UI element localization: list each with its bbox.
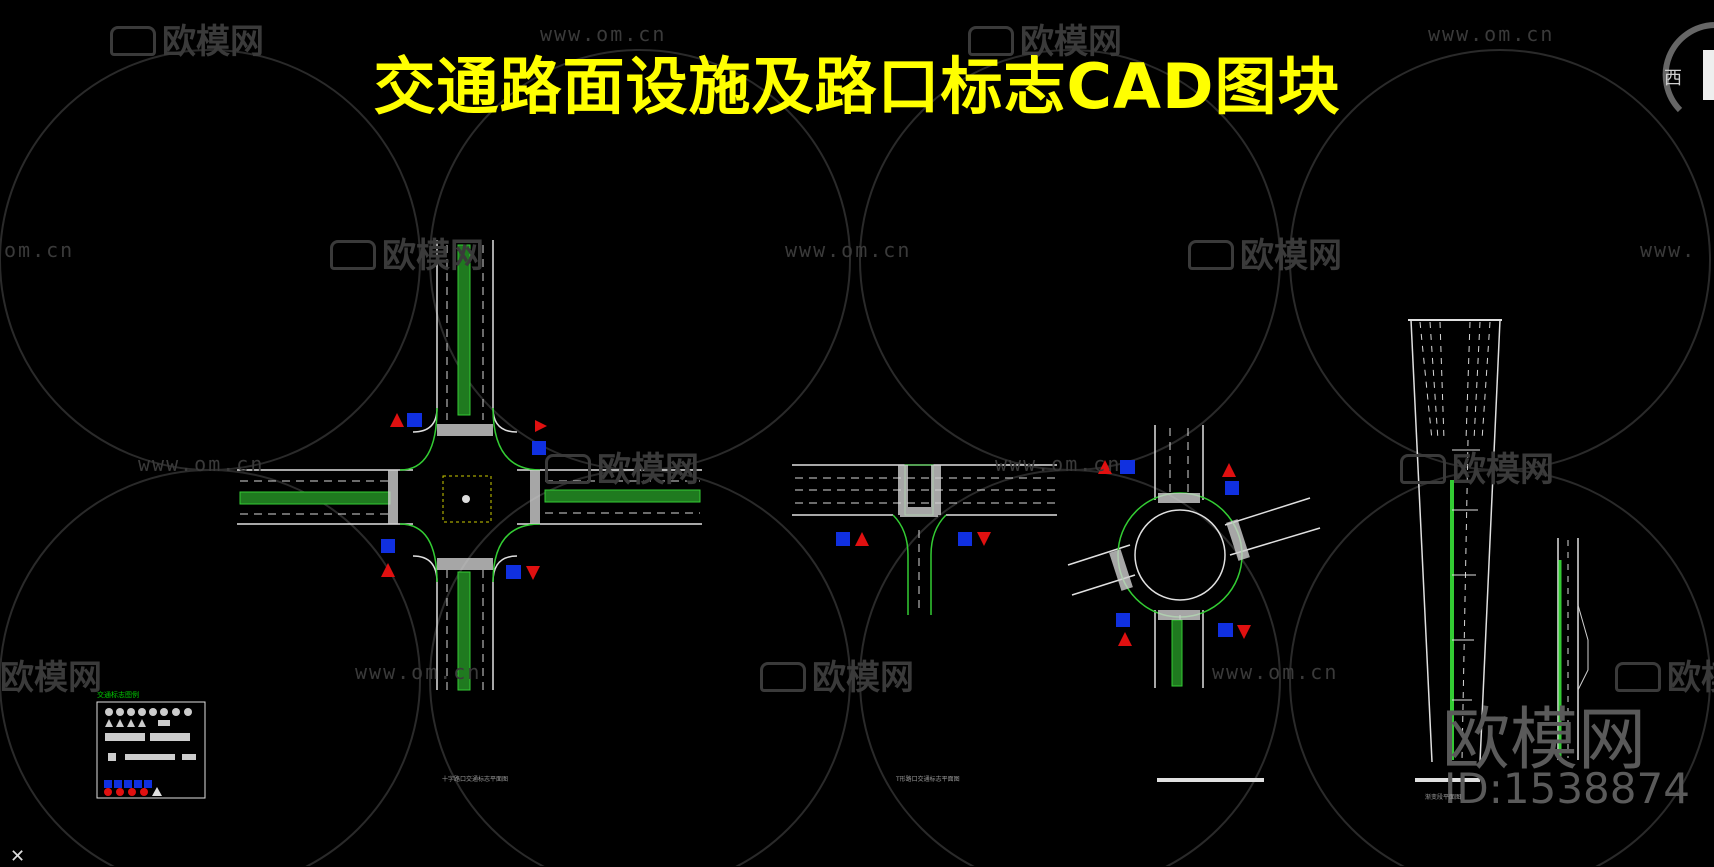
watermark-url: www.om.cn <box>540 22 667 46</box>
watermark-url: www.om.cn <box>355 660 482 684</box>
watermark-url: www.om.cn <box>1212 660 1339 684</box>
watermark-url: www.om.cn <box>138 452 265 476</box>
watermark-url-partial: www. <box>1640 238 1697 262</box>
watermark-url: www.om.cn <box>995 452 1122 476</box>
watermark-big-brand: 欧模网 <box>1442 701 1647 780</box>
watermark-url-partial: om.cn <box>4 238 75 262</box>
legend-box <box>96 701 206 799</box>
legend-title: 交通标志图例 <box>97 691 139 699</box>
watermark-brand: 欧模网 <box>330 228 484 277</box>
watermark-url: www.om.cn <box>1428 22 1555 46</box>
watermark-brand: 欧模网 <box>545 442 699 491</box>
lane-taper-caption: 渐变段平面图 <box>1425 794 1462 801</box>
page-title: 交通路面设施及路口标志CAD图块 <box>373 50 1341 123</box>
watermark-url: www.om.cn <box>785 238 912 262</box>
t-intersection <box>792 464 1057 615</box>
watermark-id: ID:1538874 <box>1444 764 1690 813</box>
watermark-brand: 欧模网 <box>1400 442 1554 491</box>
four-way-caption: 十字路口交通标志平面图 <box>442 776 509 783</box>
watermark-brand: 欧模网 <box>1188 228 1342 277</box>
roundabout <box>1067 425 1321 782</box>
watermark-brand: 欧模网 <box>968 14 1122 63</box>
watermark-brand-partial: 欧模网 <box>0 658 102 698</box>
compass-widget[interactable] <box>1662 22 1714 113</box>
watermark-brand: 欧模网 <box>110 14 264 63</box>
watermark-brand: 欧模网 <box>1615 650 1714 699</box>
ucs-cross-icon: ✕ <box>10 846 26 867</box>
t-intersection-caption: T形路口交通标志平面图 <box>896 776 960 783</box>
watermark-brand: 欧模网 <box>760 650 914 699</box>
compass-west-label: 西 <box>1664 68 1682 89</box>
lane-taper <box>1408 319 1589 782</box>
four-way-intersection <box>237 240 702 691</box>
